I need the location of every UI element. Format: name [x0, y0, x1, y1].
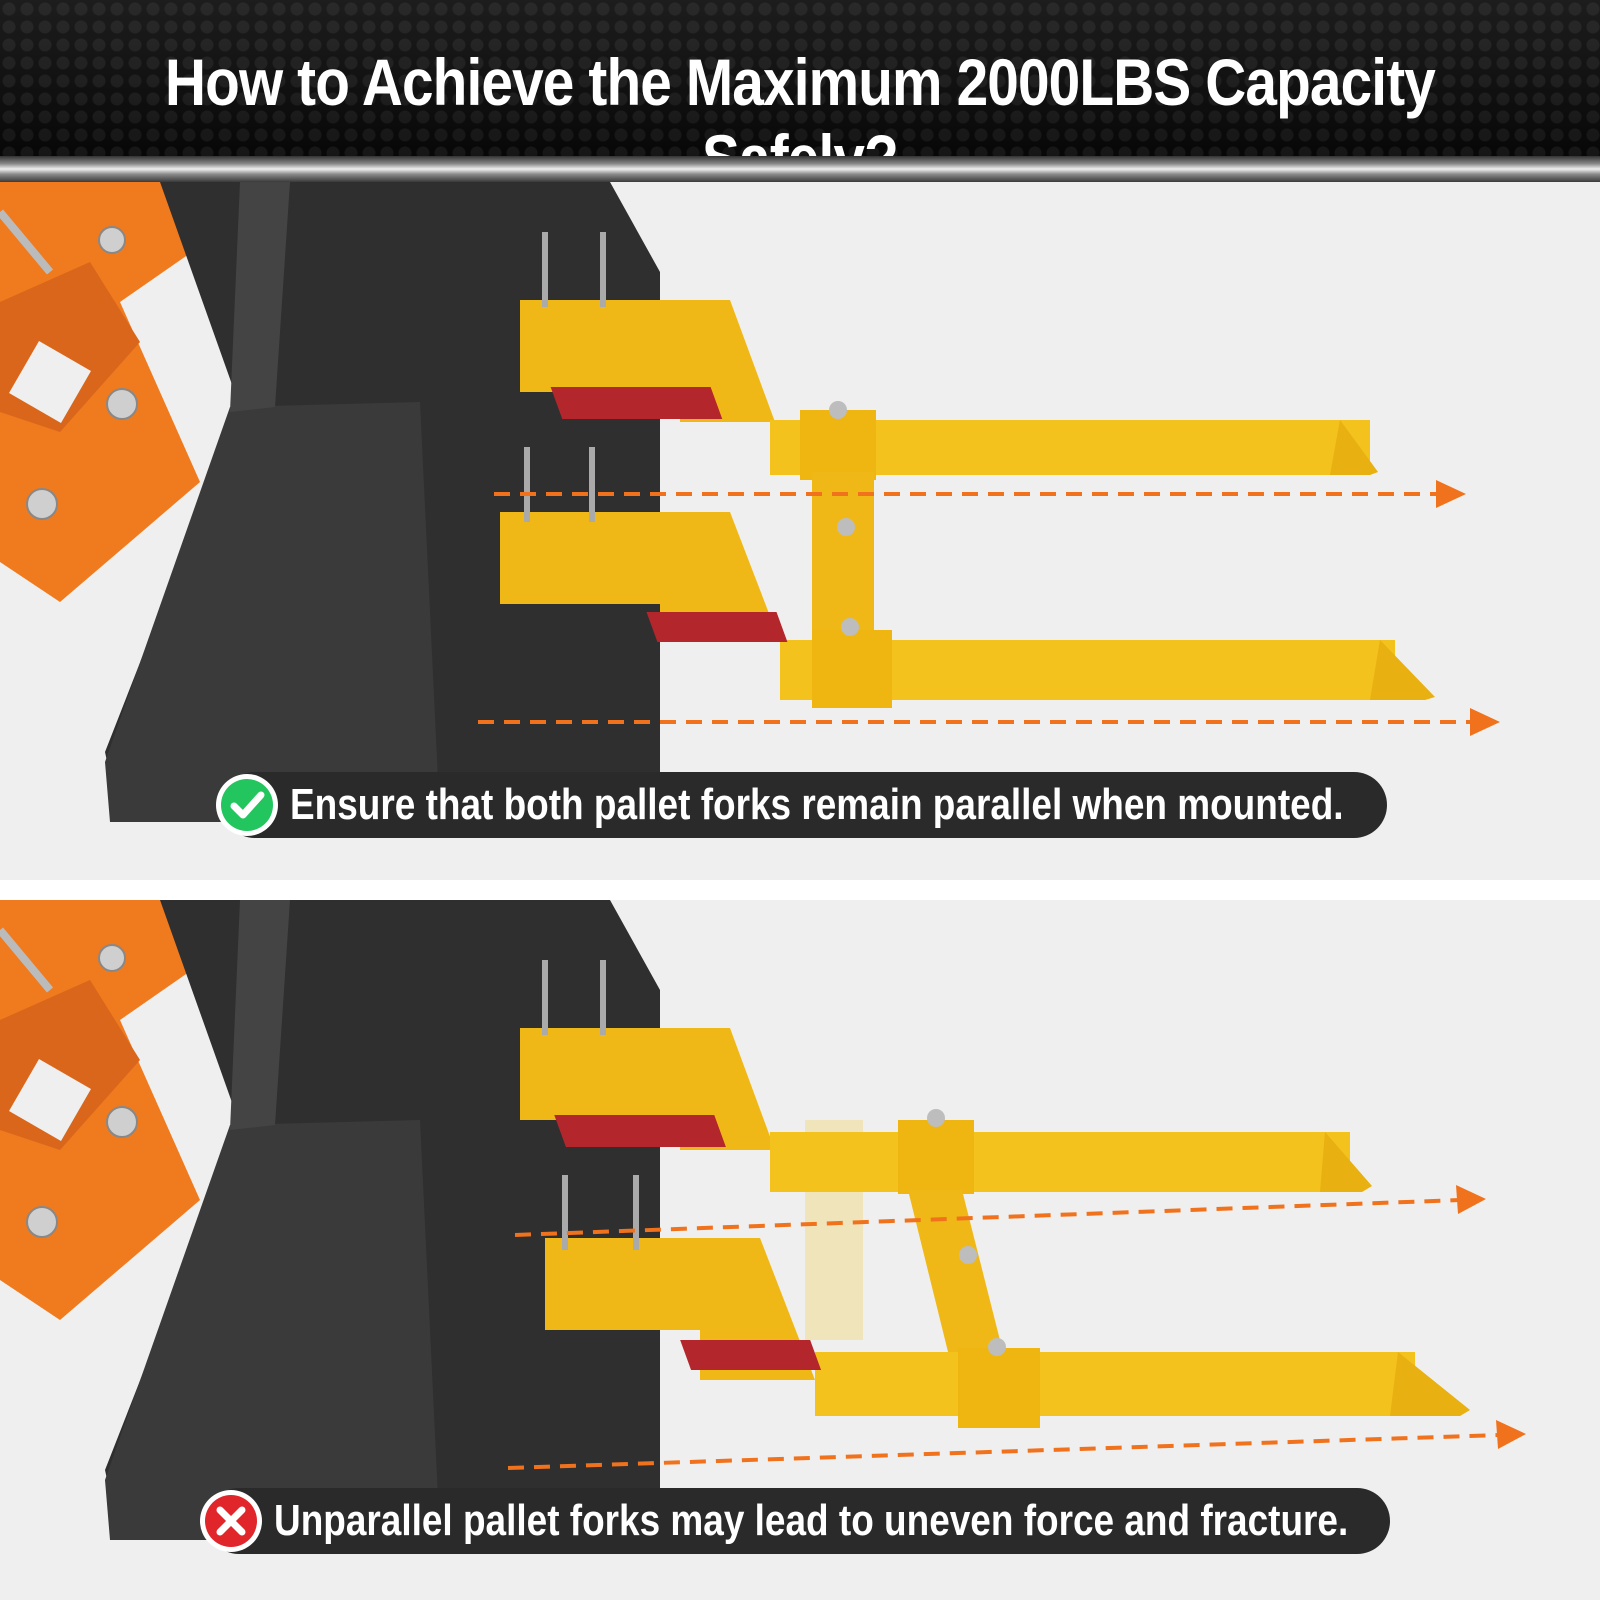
- x-circle-icon: [200, 1490, 262, 1552]
- parallel-forks-illustration: [0, 182, 1500, 822]
- pallet-fork-upper: [520, 960, 1372, 1194]
- loader-arm-illustration: [0, 182, 240, 602]
- incorrect-caption-pill: Unparallel pallet forks may lead to unev…: [200, 1488, 1390, 1554]
- panel-divider: [0, 880, 1600, 900]
- fork-cross-bar-slanted: [908, 1190, 1005, 1360]
- fork-cross-bar: [812, 472, 874, 642]
- parallel-direction-arrows: [478, 480, 1500, 736]
- pallet-fork-upper: [520, 232, 1378, 480]
- chrome-divider-bar: [0, 156, 1600, 182]
- checkmark-circle-icon: [216, 774, 278, 836]
- incorrect-mounting-panel: Unparallel pallet forks may lead to unev…: [0, 900, 1600, 1600]
- correct-caption-text: Ensure that both pallet forks remain par…: [290, 780, 1344, 829]
- pallet-fork-lower: [545, 1175, 1470, 1428]
- incorrect-caption-text: Unparallel pallet forks may lead to unev…: [274, 1496, 1349, 1545]
- header-banner: How to Achieve the Maximum 2000LBS Capac…: [0, 0, 1600, 195]
- loader-bucket-illustration: [105, 900, 660, 1540]
- pallet-fork-lower: [500, 447, 1435, 708]
- loader-arm-illustration: [0, 900, 240, 1320]
- loader-bucket-illustration: [105, 182, 660, 822]
- unparallel-direction-arrows: [507, 1185, 1526, 1470]
- correct-mounting-panel: Ensure that both pallet forks remain par…: [0, 182, 1600, 880]
- unparallel-forks-illustration: [0, 900, 1526, 1540]
- correct-caption-pill: Ensure that both pallet forks remain par…: [216, 772, 1387, 838]
